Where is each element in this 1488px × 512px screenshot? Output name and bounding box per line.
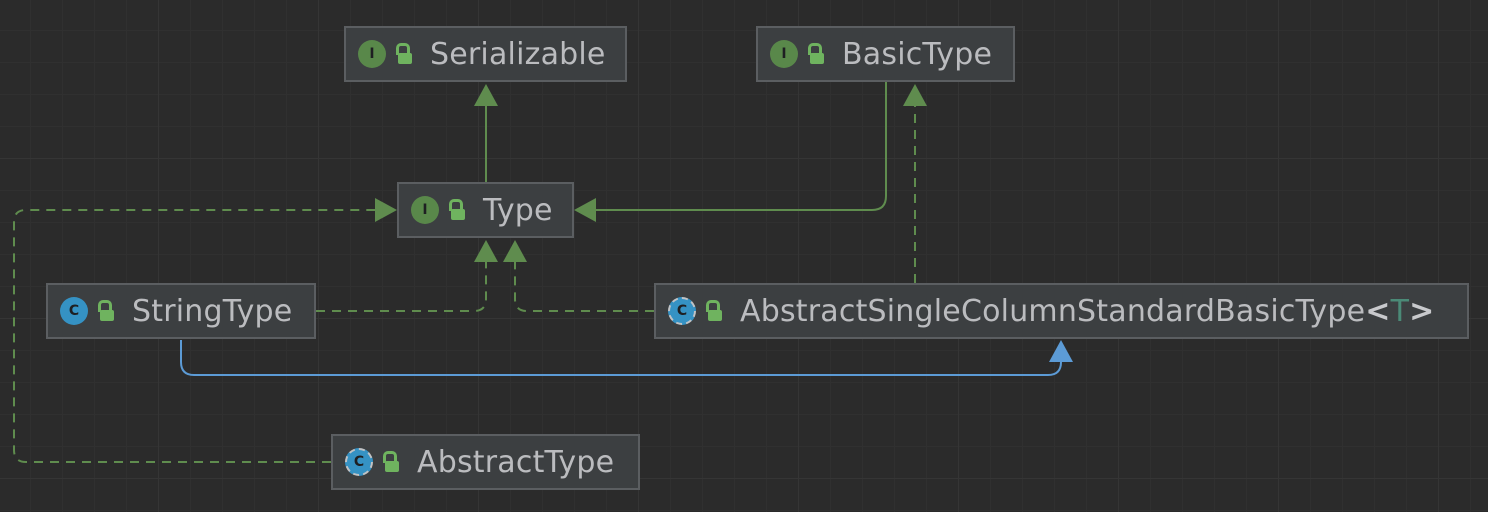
node-label-abstractsinglecolumnstandardbasictype: AbstractSingleColumnStandardBasicType<T> <box>740 294 1434 329</box>
node-serializable[interactable]: I Serializable <box>344 26 627 82</box>
public-lock-icon <box>96 300 114 322</box>
node-label-serializable: Serializable <box>430 36 606 72</box>
public-lock-icon <box>381 451 399 473</box>
abstract-class-icon: C <box>668 297 696 325</box>
edge-abstractsingle-implements-basictype <box>903 84 927 283</box>
class-icon: C <box>60 297 88 325</box>
edge-stringtype-implements-type <box>316 240 498 312</box>
node-abstractsinglecolumnstandardbasictype[interactable]: C AbstractSingleColumnStandardBasicType<… <box>654 283 1469 339</box>
generic-open-bracket: < <box>1365 293 1391 329</box>
node-type[interactable]: I Type <box>397 182 574 238</box>
node-stringtype[interactable]: C StringType <box>46 283 316 339</box>
public-lock-icon <box>394 43 412 65</box>
node-abstracttype[interactable]: C AbstractType <box>331 434 640 490</box>
node-label-abstracttype: AbstractType <box>417 444 615 480</box>
interface-icon: I <box>411 196 439 224</box>
generic-close-bracket: > <box>1409 293 1435 329</box>
node-label-stringtype: StringType <box>132 293 293 329</box>
edge-type-extends-serializable <box>474 84 498 183</box>
node-label-basictype: BasicType <box>842 36 993 72</box>
public-lock-icon <box>447 199 465 221</box>
interface-icon: I <box>358 40 386 68</box>
edge-basictype-extends-type <box>574 82 887 222</box>
node-basictype[interactable]: I BasicType <box>756 26 1015 82</box>
node-label-type: Type <box>483 192 553 228</box>
edge-abstractsingle-implements-type <box>503 240 654 312</box>
interface-icon: I <box>770 40 798 68</box>
public-lock-icon <box>806 43 824 65</box>
abstract-class-icon: C <box>345 448 373 476</box>
edge-stringtype-extends-abstractsingle <box>180 340 1073 376</box>
edge-abstracttype-implements-type <box>13 198 397 463</box>
public-lock-icon <box>704 300 722 322</box>
type-parameter: T <box>1390 293 1410 329</box>
class-name-text: AbstractSingleColumnStandardBasicType <box>740 293 1366 329</box>
